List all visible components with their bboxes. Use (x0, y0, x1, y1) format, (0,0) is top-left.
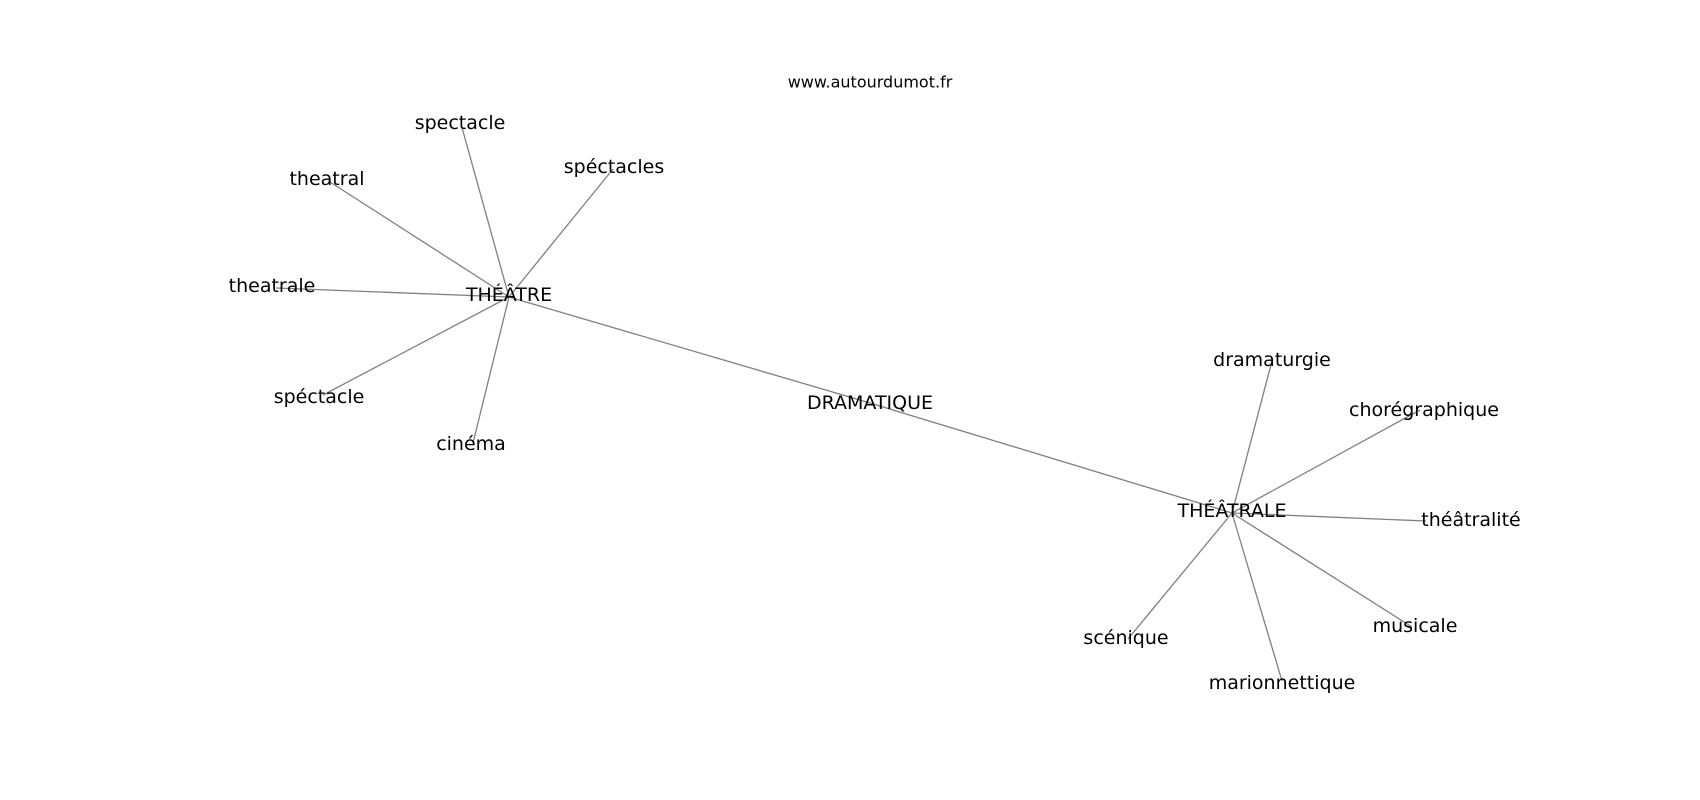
leaf-node-theatral[interactable]: theatral (289, 168, 364, 190)
leaf-node-spectacles[interactable]: spéctacles (564, 156, 665, 178)
leaf-node-marionnettique[interactable]: marionnettique (1209, 672, 1356, 694)
edge-theatrale-musicale (1231, 512, 1413, 628)
edge-theatre-cinema (472, 296, 510, 444)
leaf-node-scenique[interactable]: scénique (1083, 627, 1168, 649)
edge-theatrale-marionnettique (1231, 512, 1283, 682)
center-node-dramatique[interactable]: DRAMATIQUE (807, 392, 933, 414)
edge-dramatique-theatrale (869, 402, 1233, 514)
graph-edges (275, 123, 1427, 682)
edge-theatre-spectacles (508, 168, 614, 298)
leaf-node-spectacle[interactable]: spéctacle (274, 386, 365, 408)
leaf-node-theatralite[interactable]: théâtralité (1421, 509, 1520, 531)
leaf-node-choregraphique[interactable]: chorégraphique (1349, 399, 1499, 421)
hub-node-theatre[interactable]: THÉÂTRE (465, 283, 552, 306)
leaf-node-spectacle[interactable]: spectacle (415, 112, 506, 134)
leaf-node-musicale[interactable]: musicale (1373, 615, 1458, 637)
edge-theatre-spectacle (460, 123, 510, 298)
leaf-node-cinema[interactable]: cinéma (436, 433, 506, 455)
edge-theatrale-dramaturgie (1231, 360, 1273, 514)
hub-node-theatrale[interactable]: THÉÂTRALE (1176, 499, 1286, 522)
edge-theatre-theatral (329, 181, 510, 298)
edge-theatre-spectacle (322, 296, 510, 396)
leaf-node-theatrale[interactable]: theatrale (229, 275, 316, 297)
source-label: www.autourdumot.fr (788, 73, 953, 92)
leaf-node-dramaturgie[interactable]: dramaturgie (1213, 349, 1331, 371)
edge-theatrale-theatralite (1231, 512, 1427, 522)
edge-theatrale-choregraphique (1231, 409, 1421, 514)
edge-theatre-theatrale (275, 287, 510, 298)
edge-dramatique-theatre (508, 296, 871, 404)
edge-theatrale-scenique (1127, 512, 1233, 640)
graph-nodes: DRAMATIQUE THÉÂTRE spectacle spéctacles thea… (229, 112, 1521, 694)
